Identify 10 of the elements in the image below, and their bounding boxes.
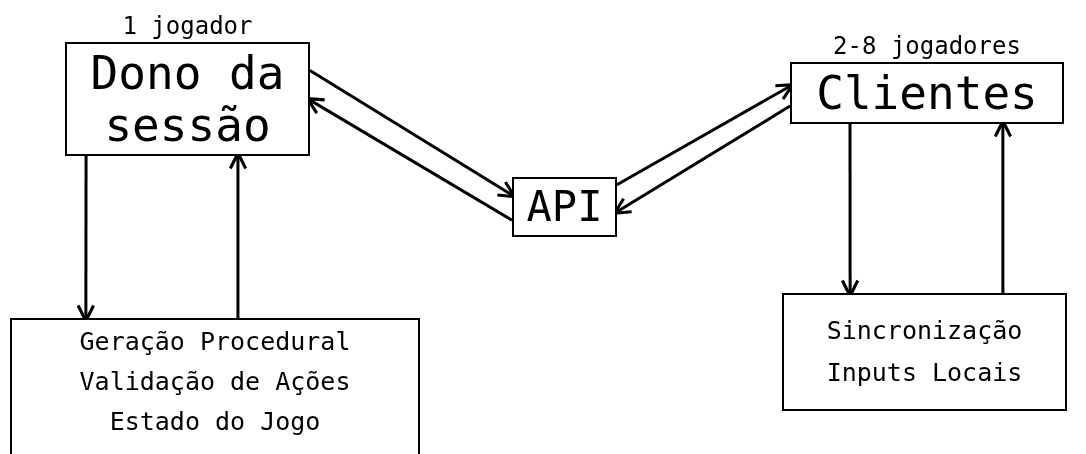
box-text: Sincronização <box>826 315 1023 347</box>
node-heading: 1 jogador <box>121 12 254 40</box>
box-text: API <box>526 182 603 232</box>
node-heading: 2-8 jogadores <box>832 32 1022 60</box>
box-text: Geração Procedural <box>79 326 351 358</box>
box-text: Dono da sessão <box>89 47 286 151</box>
box-text: Estado do Jogo <box>109 406 321 438</box>
box-text: Inputs Locais <box>826 357 1023 389</box>
box-text: Validação de Ações <box>79 366 351 398</box>
box-text: Clientes <box>816 66 1038 120</box>
